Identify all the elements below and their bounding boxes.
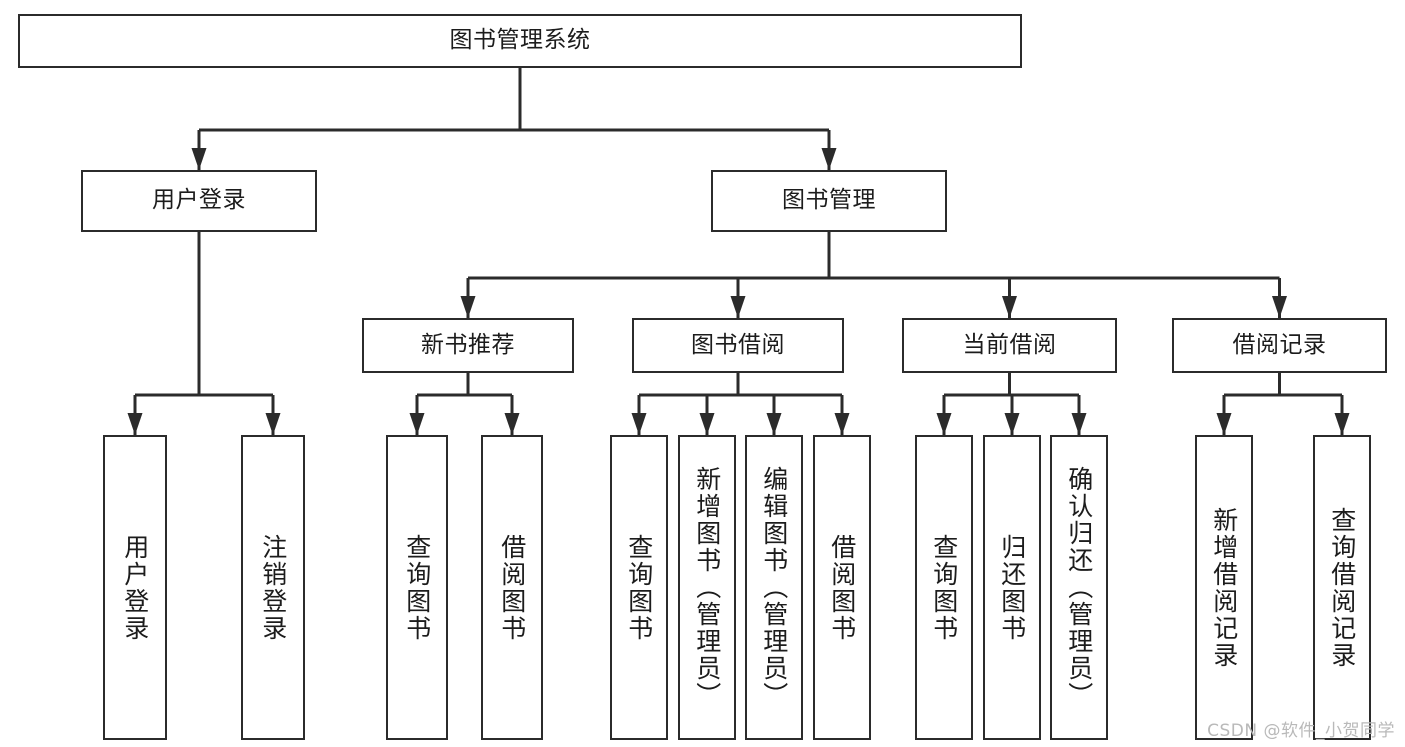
node-n17[interactable]: 确认归还（管理员） <box>1050 435 1108 740</box>
node-n18[interactable]: 新增借阅记录 <box>1195 435 1253 740</box>
node-label: 查询借阅记录 <box>1327 506 1357 669</box>
node-label: 借阅图书 <box>497 533 527 642</box>
node-n0[interactable]: 图书管理系统 <box>18 14 1022 68</box>
node-label: 编辑图书（管理员） <box>759 466 789 709</box>
node-label: 查询图书 <box>929 533 959 642</box>
node-n2[interactable]: 图书管理 <box>711 170 947 232</box>
node-n16[interactable]: 归还图书 <box>983 435 1041 740</box>
node-n1[interactable]: 用户登录 <box>81 170 317 232</box>
node-label: 借阅记录 <box>1232 331 1327 358</box>
node-n10[interactable]: 借阅图书 <box>481 435 543 740</box>
node-label: 新书推荐 <box>421 331 515 358</box>
node-n13[interactable]: 编辑图书（管理员） <box>745 435 803 740</box>
node-n14[interactable]: 借阅图书 <box>813 435 871 740</box>
node-label: 图书借阅 <box>691 331 785 358</box>
node-label: 归还图书 <box>997 533 1027 642</box>
node-label: 图书管理 <box>782 187 876 214</box>
node-n6[interactable]: 借阅记录 <box>1172 318 1387 373</box>
node-label: 确认归还（管理员） <box>1064 466 1094 709</box>
node-label: 查询图书 <box>402 533 432 642</box>
node-n3[interactable]: 新书推荐 <box>362 318 574 373</box>
node-n5[interactable]: 当前借阅 <box>902 318 1117 373</box>
node-n15[interactable]: 查询图书 <box>915 435 973 740</box>
node-label: 图书管理系统 <box>449 27 591 54</box>
node-n4[interactable]: 图书借阅 <box>632 318 844 373</box>
node-label: 用户登录 <box>152 187 246 214</box>
node-n9[interactable]: 查询图书 <box>386 435 448 740</box>
node-label: 新增借阅记录 <box>1209 506 1239 669</box>
node-n8[interactable]: 注销登录 <box>241 435 305 740</box>
node-n7[interactable]: 用户登录 <box>103 435 167 740</box>
node-n19[interactable]: 查询借阅记录 <box>1313 435 1371 740</box>
node-label: 查询图书 <box>624 533 654 642</box>
node-label: 注销登录 <box>258 533 288 642</box>
node-n12[interactable]: 新增图书（管理员） <box>678 435 736 740</box>
watermark-text: CSDN @软件_小贺同学 <box>1207 721 1395 741</box>
node-n11[interactable]: 查询图书 <box>610 435 668 740</box>
node-label: 新增图书（管理员） <box>692 466 722 709</box>
node-label: 当前借阅 <box>962 331 1057 358</box>
node-label: 用户登录 <box>120 533 150 642</box>
node-label: 借阅图书 <box>827 533 857 642</box>
